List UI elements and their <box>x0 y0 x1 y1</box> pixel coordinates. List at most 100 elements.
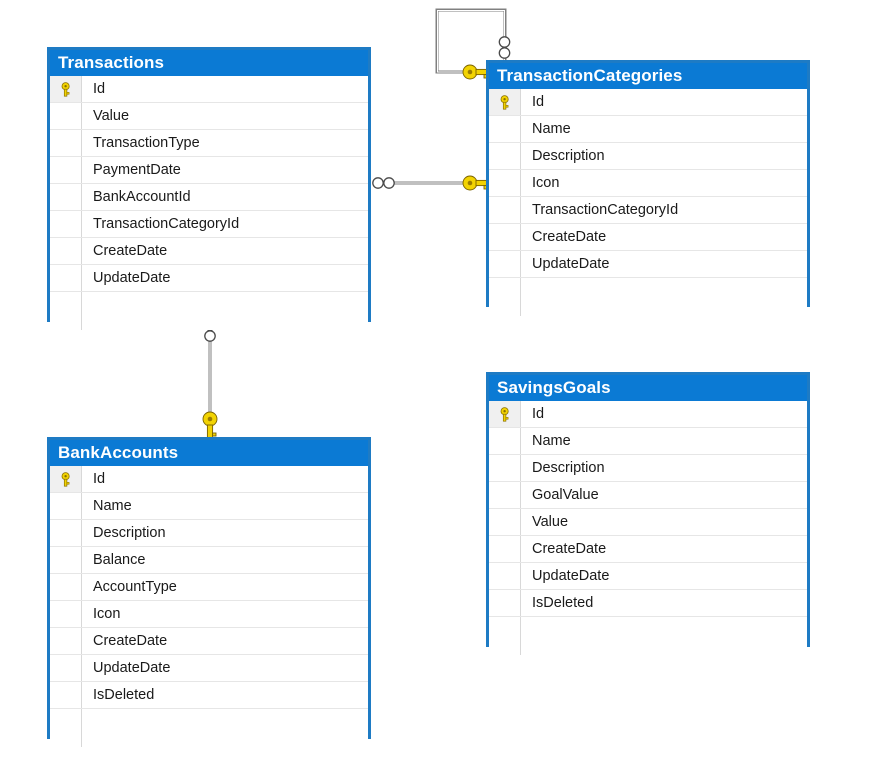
column-gutter <box>50 184 81 210</box>
column-gutter <box>50 628 81 654</box>
column-name-description: Description <box>532 148 605 164</box>
column-row-transactioncategories-name[interactable]: Name <box>489 116 807 143</box>
column-row-bankaccounts-description[interactable]: Description <box>50 520 368 547</box>
gutter-divider <box>520 401 521 655</box>
entity-table-title-transactions: Transactions <box>50 50 368 76</box>
gutter-divider <box>81 76 82 330</box>
column-gutter <box>50 292 81 330</box>
key-icon <box>500 407 509 422</box>
entity-table-savingsgoals[interactable]: SavingsGoals Id Name Description GoalVal… <box>486 372 810 655</box>
entity-table-transactions[interactable]: Transactions Id Value TransactionType Pa… <box>47 47 371 330</box>
column-gutter <box>489 509 520 535</box>
column-gutter <box>489 590 520 616</box>
column-row-transactions-value[interactable]: Value <box>50 103 368 130</box>
column-name-updatedate: UpdateDate <box>93 270 171 286</box>
column-row-transactions-updatedate[interactable]: UpdateDate <box>50 265 368 292</box>
column-gutter <box>50 130 81 156</box>
column-row-bankaccounts-balance[interactable]: Balance <box>50 547 368 574</box>
crow-foot-many-symbol <box>498 47 511 59</box>
column-row-bankaccounts-accounttype[interactable]: AccountType <box>50 574 368 601</box>
column-gutter <box>50 265 81 291</box>
column-name-createdate: CreateDate <box>93 243 168 259</box>
column-gutter <box>489 482 520 508</box>
relationship-transactions-bankaccounts[interactable] <box>202 319 218 440</box>
column-name-name: Name <box>532 433 571 449</box>
column-row-transactions-transactioncategoryid[interactable]: TransactionCategoryId <box>50 211 368 238</box>
column-name-transactioncategoryid: TransactionCategoryId <box>532 202 679 218</box>
crow-foot-many-symbol <box>383 177 395 189</box>
column-row-savingsgoals-description[interactable]: Description <box>489 455 807 482</box>
column-gutter <box>50 103 81 129</box>
column-name-createdate: CreateDate <box>532 229 607 245</box>
column-row-savingsgoals-value[interactable]: Value <box>489 509 807 536</box>
column-name-balance: Balance <box>93 552 146 568</box>
column-gutter <box>489 563 520 589</box>
column-name-createdate: CreateDate <box>532 541 607 557</box>
column-row-empty[interactable] <box>50 292 368 330</box>
entity-table-body: Id Value TransactionType PaymentDate Ban… <box>50 76 368 330</box>
column-row-transactioncategories-icon[interactable]: Icon <box>489 170 807 197</box>
column-gutter <box>50 547 81 573</box>
column-name-bankaccountid: BankAccountId <box>93 189 191 205</box>
column-row-transactions-createdate[interactable]: CreateDate <box>50 238 368 265</box>
relationship-key-icon <box>202 411 218 440</box>
column-row-empty[interactable] <box>50 709 368 747</box>
column-row-transactions-transactiontype[interactable]: TransactionType <box>50 130 368 157</box>
column-row-transactioncategories-transactioncategoryid[interactable]: TransactionCategoryId <box>489 197 807 224</box>
column-gutter <box>489 617 520 655</box>
column-gutter <box>489 197 520 223</box>
column-name-updatedate: UpdateDate <box>93 660 171 676</box>
column-gutter <box>50 682 81 708</box>
entity-table-title-bankaccounts: BankAccounts <box>50 440 368 466</box>
column-name-transactiontype: TransactionType <box>93 135 200 151</box>
column-row-empty[interactable] <box>489 278 807 316</box>
column-row-bankaccounts-name[interactable]: Name <box>50 493 368 520</box>
column-row-savingsgoals-isdeleted[interactable]: IsDeleted <box>489 590 807 617</box>
column-row-savingsgoals-goalvalue[interactable]: GoalValue <box>489 482 807 509</box>
entity-table-bankaccounts[interactable]: BankAccounts Id Name Description Balance… <box>47 437 371 747</box>
column-row-bankaccounts-updatedate[interactable]: UpdateDate <box>50 655 368 682</box>
primary-key-gutter <box>50 466 81 492</box>
column-gutter <box>50 157 81 183</box>
entity-table-body: Id Name Description GoalValue Value Crea… <box>489 401 807 655</box>
column-row-transactioncategories-description[interactable]: Description <box>489 143 807 170</box>
column-row-bankaccounts-isdeleted[interactable]: IsDeleted <box>50 682 368 709</box>
column-name-description: Description <box>532 460 605 476</box>
column-row-transactioncategories-updatedate[interactable]: UpdateDate <box>489 251 807 278</box>
column-row-savingsgoals-updatedate[interactable]: UpdateDate <box>489 563 807 590</box>
column-name-paymentdate: PaymentDate <box>93 162 181 178</box>
column-name-icon: Icon <box>93 606 121 622</box>
column-row-transactions-id[interactable]: Id <box>50 76 368 103</box>
column-gutter <box>50 238 81 264</box>
column-name-value: Value <box>532 514 569 530</box>
relationship-transactions-transactioncategories[interactable] <box>372 175 491 191</box>
key-icon <box>500 95 509 110</box>
key-icon <box>61 472 70 487</box>
column-row-bankaccounts-createdate[interactable]: CreateDate <box>50 628 368 655</box>
column-row-transactions-bankaccountid[interactable]: BankAccountId <box>50 184 368 211</box>
entity-table-title-transactioncategories: TransactionCategories <box>489 63 807 89</box>
column-name-id: Id <box>93 81 106 97</box>
column-row-transactioncategories-id[interactable]: Id <box>489 89 807 116</box>
column-row-transactioncategories-createdate[interactable]: CreateDate <box>489 224 807 251</box>
column-row-savingsgoals-name[interactable]: Name <box>489 428 807 455</box>
column-name-id: Id <box>532 406 545 422</box>
column-name-description: Description <box>93 525 166 541</box>
column-name-isdeleted: IsDeleted <box>93 687 155 703</box>
column-name-transactioncategoryid: TransactionCategoryId <box>93 216 240 232</box>
column-gutter <box>50 709 81 747</box>
entity-table-transactioncategories[interactable]: TransactionCategories Id Name Descriptio… <box>486 60 810 316</box>
column-row-transactions-paymentdate[interactable]: PaymentDate <box>50 157 368 184</box>
column-row-bankaccounts-icon[interactable]: Icon <box>50 601 368 628</box>
column-row-savingsgoals-id[interactable]: Id <box>489 401 807 428</box>
column-gutter <box>489 251 520 277</box>
column-row-savingsgoals-createdate[interactable]: CreateDate <box>489 536 807 563</box>
column-row-empty[interactable] <box>489 617 807 655</box>
column-gutter <box>50 520 81 546</box>
column-gutter <box>50 211 81 237</box>
column-name-icon: Icon <box>532 175 560 191</box>
column-name-id: Id <box>93 471 106 487</box>
gutter-divider <box>81 466 82 747</box>
column-row-bankaccounts-id[interactable]: Id <box>50 466 368 493</box>
